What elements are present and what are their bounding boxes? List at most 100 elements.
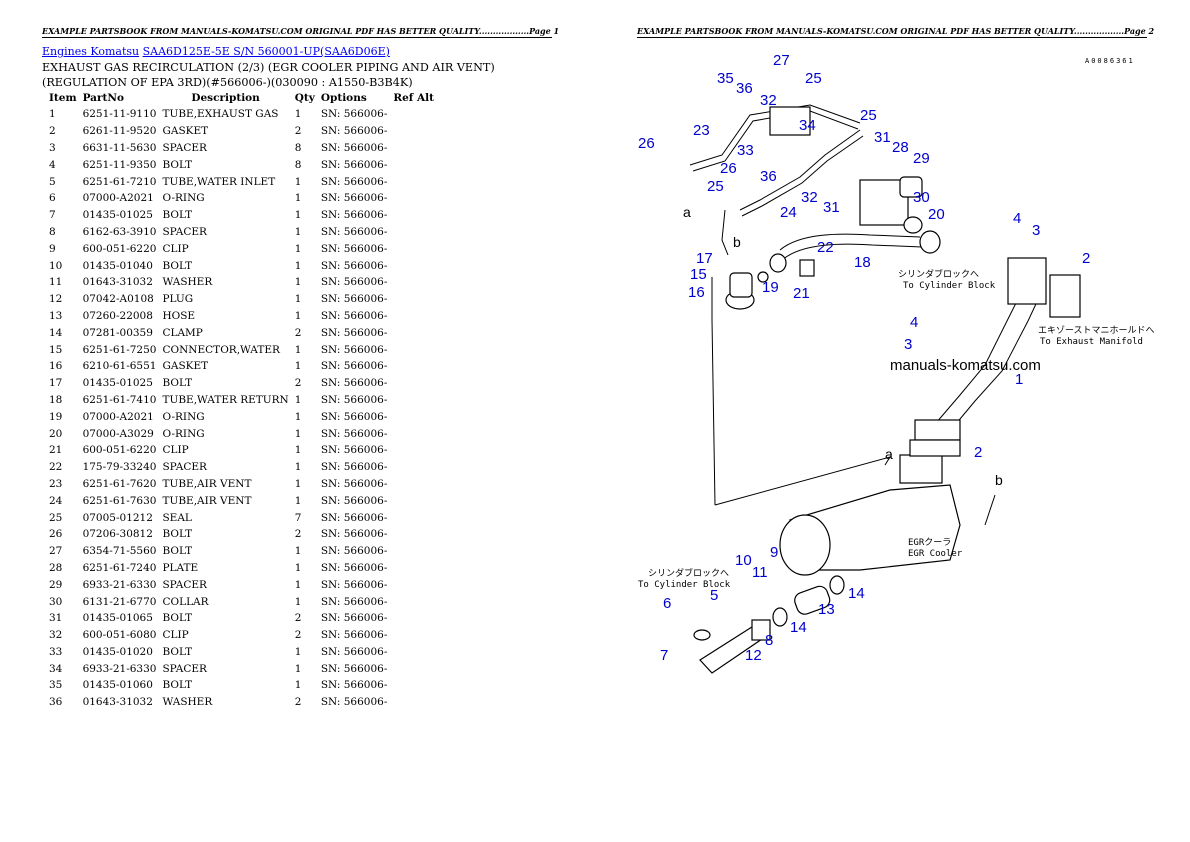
cell-item: 15	[49, 343, 63, 356]
cell-description: PLATE	[162, 561, 199, 574]
cell-qty: 7	[294, 511, 302, 524]
cell-description: TUBE,AIR VENT	[162, 494, 252, 507]
label-exhaust-en: To Exhaust Manifold	[1040, 337, 1143, 347]
cell-ref-alt	[390, 576, 437, 593]
cell-options: SN: 566006-	[320, 662, 388, 675]
page-header-1: EXAMPLE PARTSBOOK FROM MANUALS-KOMATSU.C…	[42, 26, 560, 38]
cell-ref-alt	[390, 442, 437, 459]
cell-item: 32	[49, 629, 63, 642]
cell-item: 29	[49, 578, 63, 591]
breadcrumb-link-engines[interactable]: Engines Komatsu	[42, 45, 140, 58]
cell-ref-alt	[390, 392, 437, 409]
cell-partno: 07260-22008	[82, 309, 153, 322]
cell-options: SN: 566006-	[320, 494, 388, 507]
callout-20: 20	[928, 206, 945, 223]
callout-36b: 36	[760, 168, 777, 185]
cell-item: 6	[49, 192, 56, 205]
cell-ref-alt	[390, 509, 437, 526]
cell-description: CONNECTOR,WATER	[162, 343, 280, 356]
clip-plate	[769, 106, 811, 136]
gasket-2-upper	[1049, 274, 1081, 318]
cell-description: O-RING	[162, 192, 205, 205]
callout-32: 32	[760, 92, 777, 109]
cell-item: 13	[49, 309, 63, 322]
cell-options: SN: 566006-	[320, 679, 388, 692]
callout-4: 4	[1013, 210, 1021, 227]
cell-options: SN: 566006-	[320, 477, 388, 490]
callout-4b: 4	[910, 314, 918, 331]
spacer-8	[751, 619, 771, 641]
cell-ref-alt	[390, 240, 437, 257]
cell-item: 14	[49, 326, 63, 339]
cell-description: GASKET	[162, 360, 209, 373]
cell-item: 26	[49, 528, 63, 541]
ref-line-a-2	[714, 456, 892, 506]
cell-item: 31	[49, 612, 63, 625]
cell-options: SN: 566006-	[320, 293, 388, 306]
cell-options: SN: 566006-	[320, 528, 388, 541]
cell-partno: 6251-11-9350	[82, 158, 157, 171]
parts-diagram: A0086361 シリンダブロックへ To Cylinder Block エキゾ…	[638, 52, 1155, 674]
cell-options: SN: 566006-	[320, 545, 388, 558]
cell-options: SN: 566006-	[320, 410, 388, 423]
cell-description: O-RING	[162, 427, 205, 440]
callout-31: 31	[874, 129, 891, 146]
callout-14: 14	[848, 585, 865, 602]
cell-item: 17	[49, 377, 63, 390]
cell-description: SPACER	[162, 461, 207, 474]
cell-qty: 2	[294, 629, 302, 642]
cell-description: BOLT	[162, 645, 193, 658]
oring-19	[757, 271, 769, 283]
callout-29: 29	[913, 150, 930, 167]
callout-33: 33	[737, 142, 754, 159]
cell-ref-alt	[390, 324, 437, 341]
cell-item: 36	[49, 696, 63, 709]
cell-ref-alt	[390, 173, 437, 190]
cell-description: SPACER	[162, 578, 207, 591]
callout-25c: 25	[707, 178, 724, 195]
callout-2: 2	[1082, 250, 1090, 267]
label-cyl-block-jp-2: シリンダブロックへ	[648, 567, 729, 579]
clamp-14-b	[772, 607, 788, 627]
cell-item: 24	[49, 494, 63, 507]
breadcrumb-link-model[interactable]: SAA6D125E-5E S/N 560001-UP(SAA6D06E)	[142, 45, 390, 58]
cell-partno: 01435-01025	[82, 209, 153, 222]
cell-partno: 6251-61-7620	[82, 477, 157, 490]
cell-item: 3	[49, 141, 56, 154]
cell-qty: 8	[294, 141, 302, 154]
cell-description: CLAMP	[162, 326, 203, 339]
cell-options: SN: 566006-	[320, 612, 388, 625]
cell-item: 35	[49, 679, 63, 692]
callout-24: 24	[780, 204, 797, 221]
cell-ref-alt	[390, 190, 437, 207]
callout-21: 21	[793, 285, 810, 302]
cell-partno: 6933-21-6330	[82, 662, 157, 675]
cell-item: 33	[49, 645, 63, 658]
cell-description: SEAL	[162, 511, 192, 524]
cell-options: SN: 566006-	[320, 696, 388, 709]
label-cyl-block-en-2: To Cylinder Block	[638, 580, 731, 590]
table-header-row: Item PartNo Description Qty Options Ref …	[46, 90, 437, 106]
cell-partno: 6251-61-7630	[82, 494, 157, 507]
cell-ref-alt	[390, 358, 437, 375]
cell-options: SN: 566006-	[320, 192, 388, 205]
cell-options: SN: 566006-	[320, 108, 388, 121]
cell-partno: 6354-71-5560	[82, 545, 157, 558]
label-cyl-block-jp: シリンダブロックへ	[898, 268, 979, 280]
cell-description: BOLT	[162, 679, 193, 692]
cell-ref-alt	[390, 308, 437, 325]
ref-line-b-2	[984, 494, 996, 526]
cell-item: 9	[49, 242, 56, 255]
cell-options: SN: 566006-	[320, 158, 388, 171]
ref-letter-b-right: b	[995, 472, 1003, 488]
